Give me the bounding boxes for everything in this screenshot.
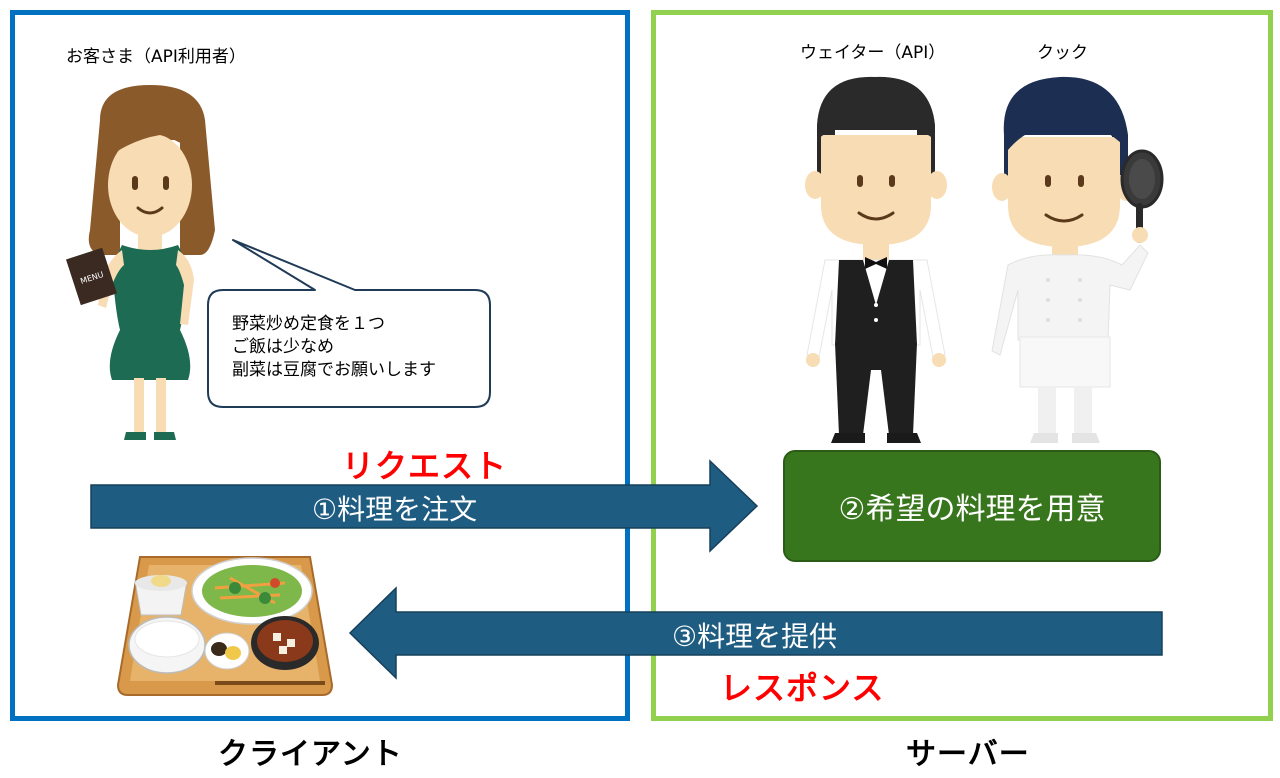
client-title: クライアント: [218, 737, 403, 772]
prepare-dish-box: ②希望の料理を用意: [783, 450, 1161, 562]
cook-label: クック: [1037, 43, 1088, 63]
response-arrow: [348, 586, 1163, 680]
bubble-line-2: ご飯は少なめ: [232, 337, 334, 357]
response-label: レスポンス: [720, 669, 885, 707]
cook-icon: [991, 76, 1164, 443]
waiter-label: ウェイター（API）: [800, 43, 946, 63]
request-arrow-text: ①料理を注文: [312, 493, 478, 526]
waiter-icon: [805, 76, 947, 443]
bubble-line-1: 野菜炒め定食を１つ: [232, 314, 385, 334]
server-panel: [651, 10, 1273, 721]
speech-bubble-icon: [207, 239, 491, 408]
bubble-line-3: 副菜は豆腐でお願いします: [232, 360, 436, 380]
request-arrow: [90, 459, 759, 553]
meal-tray-icon: [116, 556, 334, 696]
client-panel: [10, 10, 630, 721]
customer-woman-icon: MENU: [66, 85, 215, 440]
response-arrow-text: ③料理を提供: [672, 620, 838, 653]
customer-label: お客さま（API利用者）: [66, 47, 246, 67]
request-label: リクエスト: [342, 447, 508, 485]
prepare-dish-text: ②希望の料理を用意: [838, 492, 1106, 527]
server-title: サーバー: [906, 737, 1030, 772]
